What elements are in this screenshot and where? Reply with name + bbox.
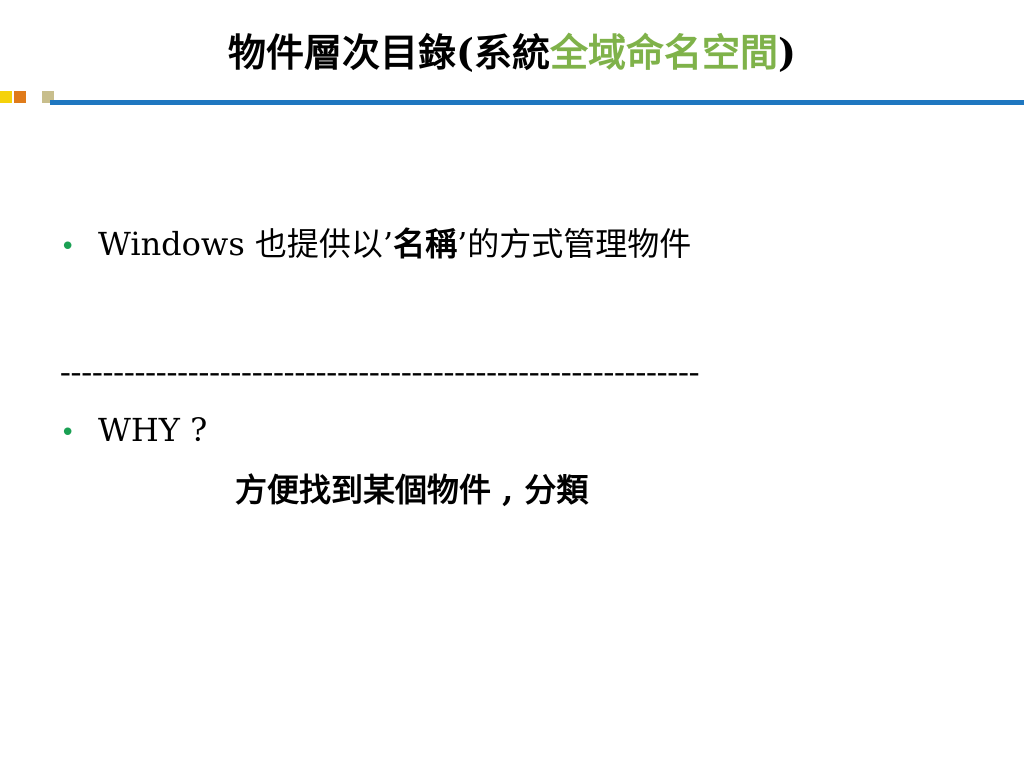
- bullet-item-windows: • Windows 也提供以’名稱’的方式管理物件: [60, 224, 691, 267]
- bullet-text-post: ’的方式管理物件: [457, 225, 692, 263]
- orange-square-icon: [14, 91, 26, 103]
- title-prefix: 物件層次目錄(系統: [228, 30, 550, 75]
- bullet-item-why: • WHY ?: [60, 410, 207, 453]
- dashed-divider: ----------------------------------------…: [60, 353, 700, 389]
- bullet-dot-icon: •: [60, 418, 76, 448]
- bullet-text-pre: Windows 也提供以’: [98, 225, 394, 263]
- title-underline: [50, 100, 1024, 105]
- bullet-text-bold: 名稱: [393, 225, 458, 263]
- white-square-icon: [28, 91, 40, 103]
- bullet-text-why: WHY ?: [98, 411, 208, 449]
- title-suffix: ): [778, 30, 796, 75]
- yellow-square-icon: [0, 91, 12, 103]
- slide-title: 物件層次目錄(系統全域命名空間): [0, 30, 1024, 76]
- bullet-dot-icon: •: [60, 232, 76, 262]
- answer-line: 方便找到某個物件 , 分類: [235, 471, 589, 509]
- title-accent: 全域命名空間: [549, 30, 778, 75]
